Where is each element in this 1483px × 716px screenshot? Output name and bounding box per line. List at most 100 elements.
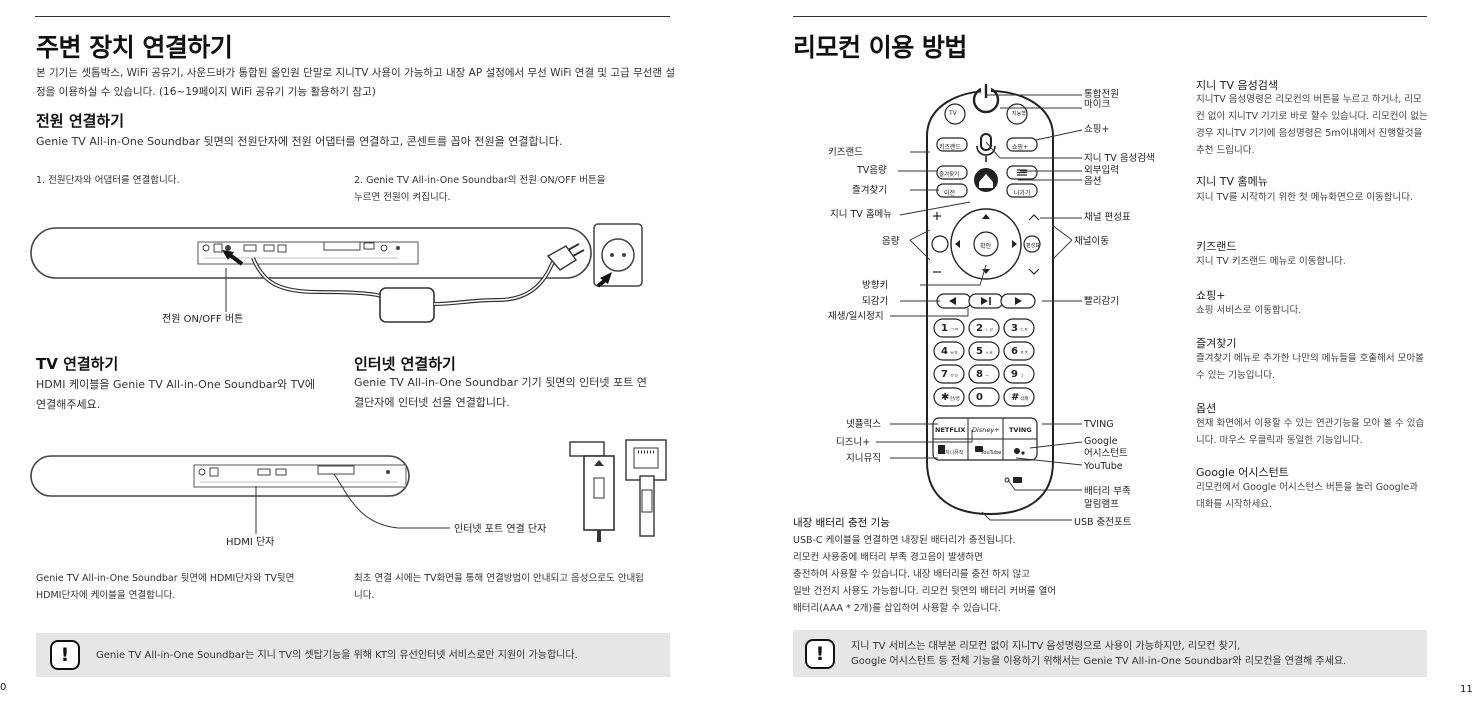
label-disney: 디즈니+ — [836, 437, 871, 448]
power-step-1: 1. 전원단자와 어댑터를 연결합니다. — [36, 175, 180, 186]
warning-icon: ! — [50, 640, 80, 670]
note-text-right-1: 지니 TV 서비스는 대부분 리모컨 없이 지니TV 음성명령으로 사용이 가능… — [851, 640, 1241, 652]
keypad-key-1: 1 — [941, 323, 948, 334]
internet-heading: 인터넷 연결하기 — [354, 355, 456, 373]
note-text-right-2: Google 어시스턴트 등 전체 기능을 이용하기 위해서는 Genie TV… — [851, 655, 1347, 667]
battery-desc: USB-C 케이블을 연결하면 내장된 배터리가 충전됩니다. 리모컨 사용중에… — [793, 532, 1113, 617]
keypad-key-sub: ㅅㅎ — [985, 351, 994, 356]
keypad-key-2: 2 — [976, 323, 983, 334]
label-home-menu: 지니 TV 홈메뉴 — [830, 209, 893, 220]
keypad-key-9: 9 — [1011, 369, 1018, 380]
page-title-left: 주변 장치 연결하기 — [36, 33, 233, 62]
intro-text: 본 기기는 셋톱박스, WiFi 공유기, 사운드바가 통합된 올인원 단말로 … — [36, 67, 676, 98]
battery-line: 일반 건전지 사용도 가능합니다. 리모컨 뒷면의 배터리 커버를 열어 — [793, 586, 1057, 597]
label-volume: 음량 — [882, 236, 900, 247]
keypad-key-sub: 한/영 — [950, 397, 960, 402]
soundbar-power-illustration — [30, 223, 643, 323]
remote-leader-lines — [876, 94, 1083, 521]
page-number-left: 0 — [0, 682, 7, 693]
remote-guide-button: 편성표 — [1026, 243, 1040, 249]
page-number-right: 11 — [1460, 684, 1473, 695]
power-step-2: 2. Genie TV All-in-One Soundbar의 전원 ON/O… — [354, 175, 606, 203]
keypad-key-sub: ㅂㅍ — [950, 351, 959, 356]
remote-tv-button: TV — [949, 110, 957, 117]
tv-desc: HDMI 케이블을 Genie TV All-in-One Soundbar와 … — [36, 378, 315, 411]
feature-title: Google 어시스턴트 — [1196, 466, 1289, 479]
warning-icon: ! — [805, 638, 835, 669]
label-direction: 방향키 — [862, 280, 889, 291]
label-low-battery-1: 배터리 부족 — [1084, 486, 1131, 497]
label-rewind: 되감기 — [862, 296, 889, 307]
keypad-key-8: 8 — [976, 369, 983, 380]
page-title-right: 리모컨 이용 방법 — [793, 33, 967, 62]
remote-youtube-button: YouTube — [981, 450, 1002, 456]
label-tv-volume: TV음량 — [857, 165, 887, 176]
keypad-key-sub: ㅇㅁ — [950, 374, 959, 379]
remote-fav-button: 즐겨찾기 — [939, 172, 960, 178]
note-box-left: ! Genie TV All-in-One Soundbar는 지니 TV의 셋… — [36, 633, 670, 677]
keypad-key-3: 3 — [1011, 323, 1018, 334]
label-favorites: 즐겨찾기 — [852, 185, 887, 196]
keypad-key-7: 7 — [941, 369, 948, 380]
label-kidsland: 키즈랜드 — [828, 147, 863, 158]
label-fast-forward: 빨리감기 — [1084, 296, 1119, 307]
keypad-key-sub: ㅣ — [1020, 374, 1025, 379]
keypad-key-sub: 삭제 — [1020, 397, 1029, 402]
label-channel-move: 채널이동 — [1074, 236, 1109, 247]
battery-line: USB-C 케이블을 연결하면 내장된 배터리가 충전됩니다. — [793, 535, 1016, 546]
label-option: 옵션 — [1084, 176, 1102, 187]
top-rule-right — [793, 16, 1427, 17]
hdmi-port-label: HDMI 단자 — [226, 537, 275, 548]
power-heading: 전원 연결하기 — [36, 112, 125, 130]
remote-genie-button: 지니뮤직 — [945, 450, 964, 456]
feature-title: 쇼핑+ — [1196, 289, 1226, 302]
remote-disney-button: Disney+ — [972, 426, 1000, 434]
keypad-key-sub: ㄱㅋ — [950, 328, 959, 333]
power-desc: Genie TV All-in-One Soundbar 뒷면의 전원단자에 전… — [36, 135, 563, 148]
feature-desc: 즐겨찾기 메뉴로 추가한 나만의 메뉴들을 호출해서 모아볼 수 있는 기능입니… — [1196, 353, 1424, 381]
internet-desc: Genie TV All-in-One Soundbar 기기 뒷면의 인터넷 … — [354, 376, 647, 409]
remote-prev-button: 이전 — [944, 190, 956, 197]
feature-title: 즐겨찾기 — [1196, 337, 1237, 350]
label-google-1: Google — [1084, 436, 1118, 447]
feature-desc: 쇼핑 서비스로 이동합니다. — [1196, 305, 1302, 316]
remote-control-illustration — [926, 84, 1054, 516]
remote-kids-button: 키즈랜드 — [939, 144, 962, 151]
remote-netflix-button: NETFLIX — [935, 426, 966, 434]
feature-desc: 지니 TV 키즈랜드 메뉴로 이동합니다. — [1196, 256, 1346, 267]
label-tving: TVING — [1084, 419, 1114, 430]
label-play-pause: 재생/일시정지 — [828, 311, 884, 322]
keypad-key-6: 6 — [1011, 346, 1018, 357]
label-shopping: 쇼핑+ — [1084, 124, 1110, 135]
keypad-key-hash: # — [1011, 392, 1020, 403]
tv-heading: TV 연결하기 — [36, 355, 119, 373]
remote-ok-button: 확인 — [980, 243, 992, 250]
keypad-key-sub: ㄴㄹ — [985, 328, 994, 333]
label-channel-guide: 채널 편성표 — [1084, 212, 1131, 223]
feature-title: 옵션 — [1196, 402, 1217, 415]
internet-bottom-desc: 최초 연결 시에는 TV화면을 통해 연결방법이 안내되고 음성으로도 안내됩니… — [354, 573, 644, 601]
feature-desc: 지니 TV를 시작하기 위한 첫 메뉴화면으로 이동합니다. — [1196, 192, 1413, 203]
label-youtube: YouTube — [1084, 461, 1123, 472]
note-box-right: ! 지니 TV 서비스는 대부분 리모컨 없이 지니TV 음성명령으로 사용이 … — [793, 630, 1427, 677]
keypad-key-star: ✱ — [941, 392, 950, 403]
label-voice-search: 지니 TV 음성검색 — [1084, 153, 1155, 164]
tv-bottom-desc: Genie TV All-in-One Soundbar 뒷면에 HDMI단자와… — [36, 573, 295, 601]
top-rule-left — [35, 16, 670, 17]
keypad-key-4: 4 — [941, 346, 948, 357]
label-usb-port: USB 충전포트 — [1074, 517, 1132, 528]
keypad-key-sub: ㅡ — [985, 374, 990, 379]
keypad-key-sub: ㄷㅌ — [1020, 328, 1029, 333]
feature-title: 키즈랜드 — [1196, 240, 1237, 253]
label-low-battery-2: 알림램프 — [1084, 499, 1119, 510]
label-genie-music: 지니뮤직 — [846, 453, 881, 464]
keypad-key-5: 5 — [976, 346, 983, 357]
keypad-key-sub: ㅈㅊ — [1020, 351, 1029, 356]
label-ext-input: 외부입력 — [1084, 165, 1119, 176]
feature-title: 지니 TV 음성검색 — [1196, 79, 1278, 92]
battery-line: 리모컨 사용중에 배터리 부족 경고음이 발생하면 — [793, 552, 983, 563]
label-google-2: 어시스턴트 — [1084, 448, 1128, 459]
battery-line: 충전하여 사용할 수 있습니다. 내장 배터리를 충전 하지 않고 — [793, 569, 1030, 580]
soundbar-network-illustration — [30, 439, 667, 542]
feature-desc: 지니TV 음성명령은 리모컨의 버튼을 누르고 하거나, 리모컨 없이 지니TV… — [1196, 94, 1428, 156]
